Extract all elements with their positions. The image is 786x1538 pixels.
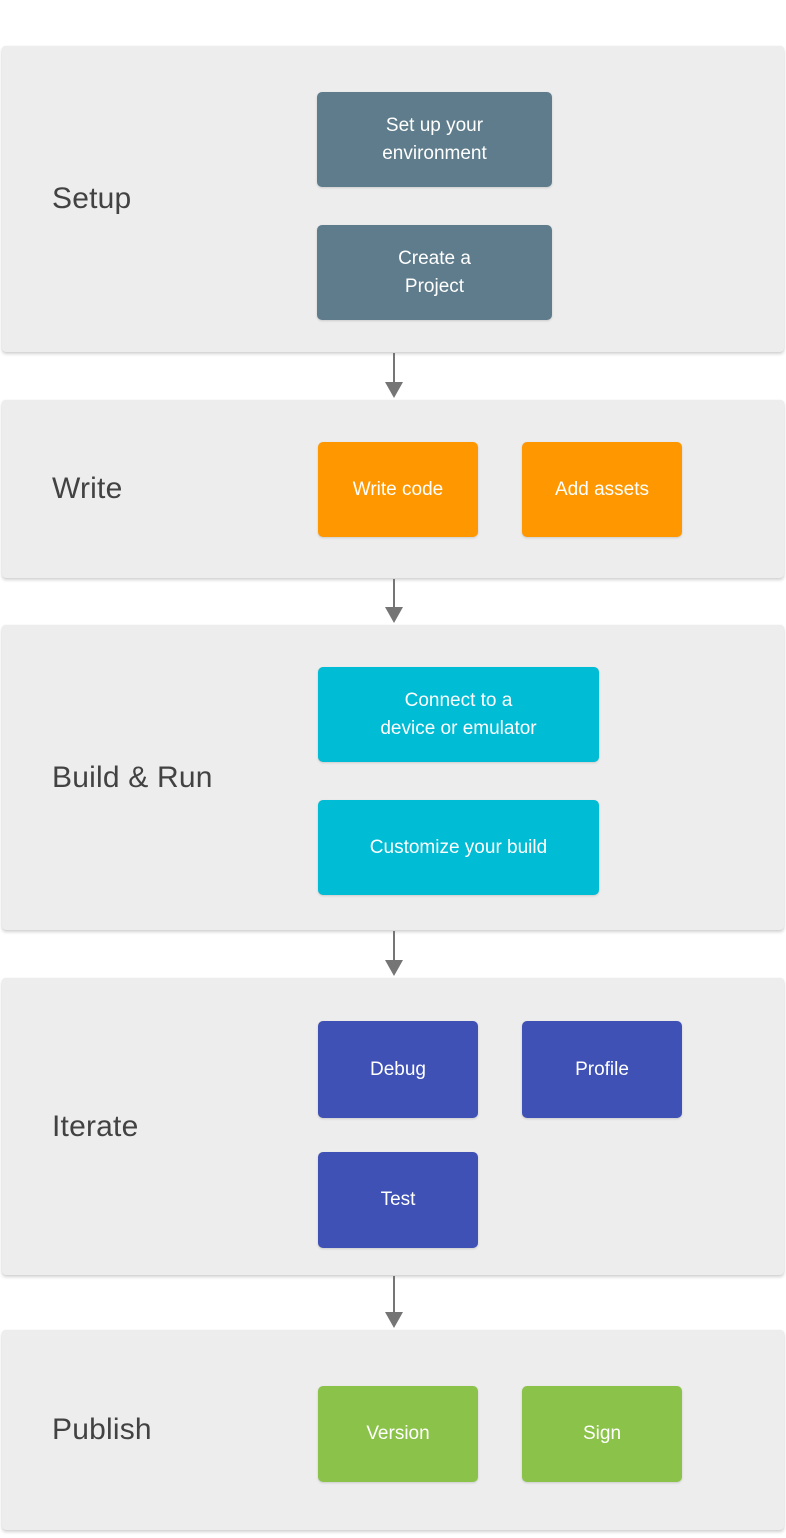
step-version-button[interactable]: Version [318, 1386, 478, 1482]
section-build-run-label: Build & Run [52, 760, 213, 794]
step-button-label: Version [366, 1423, 430, 1444]
arrow-head [385, 960, 403, 976]
section-publish-label: Publish [52, 1413, 152, 1446]
section-write-label: Write [52, 472, 123, 505]
step-customize-build-button[interactable]: Customize your build [318, 800, 599, 895]
step-button-label: Profile [575, 1058, 629, 1080]
step-setup-environment-button[interactable]: Set up your environment [317, 92, 552, 187]
step-button-label: Connect to a device or emulator [380, 689, 537, 739]
arrow-line [393, 931, 395, 960]
step-button-label: Write code [352, 478, 444, 500]
arrow-head [385, 1312, 403, 1328]
arrow-head [385, 382, 403, 398]
section-setup-label: Setup [52, 182, 132, 215]
section-iterate: Iterate Debug Profile Test [2, 978, 784, 1275]
arrow-line [393, 579, 395, 607]
arrow-head [385, 607, 403, 623]
step-write-code-button[interactable]: Write code [318, 442, 478, 537]
step-button-label: Add assets [555, 478, 649, 500]
step-button-label: Test [380, 1189, 416, 1210]
section-publish: Publish Version Sign [2, 1330, 784, 1530]
step-sign-button[interactable]: Sign [522, 1386, 682, 1482]
section-write: Write Write code Add assets [2, 400, 784, 578]
step-create-project-button[interactable]: Create a Project [317, 225, 552, 320]
step-profile-button[interactable]: Profile [522, 1021, 682, 1118]
step-button-label: Set up your environment [382, 114, 487, 164]
step-add-assets-button[interactable]: Add assets [522, 442, 682, 537]
arrow-line [393, 353, 395, 382]
step-connect-device-button[interactable]: Connect to a device or emulator [318, 667, 599, 762]
flow-arrow-down-icon [384, 353, 404, 398]
step-button-label: Debug [370, 1058, 426, 1080]
flow-arrow-down-icon [384, 1276, 404, 1328]
step-debug-button[interactable]: Debug [318, 1021, 478, 1118]
step-button-label: Customize your build [369, 836, 548, 858]
step-button-label: Create a Project [398, 247, 471, 297]
arrow-line [393, 1276, 395, 1312]
flow-arrow-down-icon [384, 579, 404, 623]
step-test-button[interactable]: Test [318, 1152, 478, 1248]
section-setup: Setup Set up your environment Create a P… [2, 46, 784, 352]
step-button-label: Sign [582, 1423, 622, 1444]
section-iterate-label: Iterate [52, 1109, 139, 1143]
section-build-run: Build & Run Connect to a device or emula… [2, 625, 784, 930]
flow-arrow-down-icon [384, 931, 404, 976]
